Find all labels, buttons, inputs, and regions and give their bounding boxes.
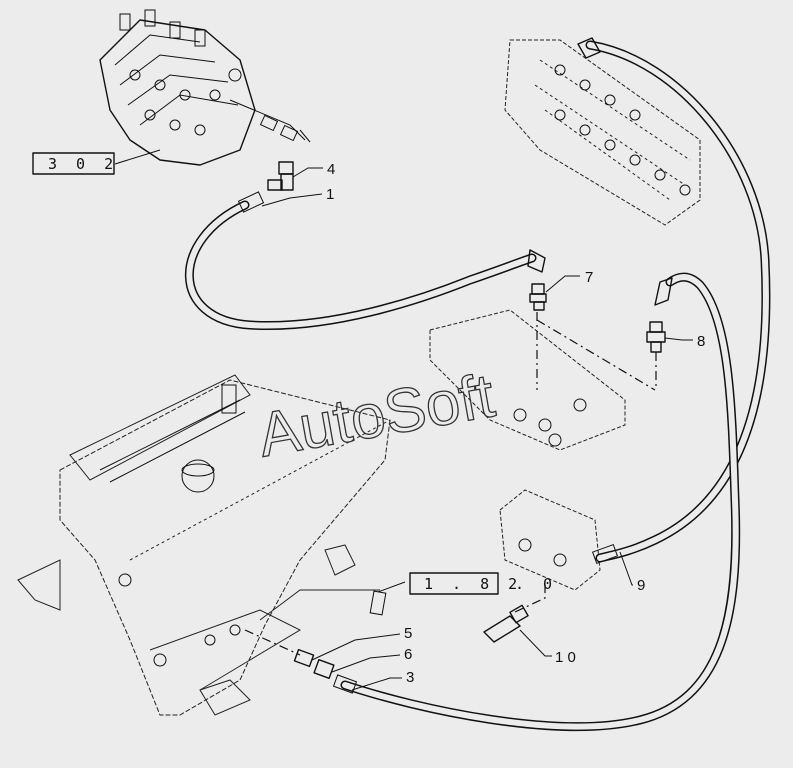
callout-3: 3	[406, 669, 414, 686]
valve-block-middle	[429, 309, 626, 451]
reference-302-label: 3 0 2	[48, 155, 118, 173]
callout-9: 9	[637, 577, 645, 594]
watermark: AutoSoft	[253, 361, 499, 470]
valve-block-lower-right	[499, 489, 601, 591]
callout-1: 1	[326, 186, 334, 203]
callout-10: 1 0	[555, 649, 576, 666]
leader-lines	[114, 149, 693, 691]
fitting-8	[646, 321, 666, 353]
alignment-line-10	[514, 580, 546, 613]
hose-1	[184, 191, 546, 331]
callout-6: 6	[404, 646, 412, 663]
callout-7: 7	[585, 269, 593, 286]
hose-9	[577, 37, 771, 565]
fitting-10	[483, 604, 529, 643]
reference-1-82-label: 1 . 8 2	[424, 575, 522, 593]
reference-1-82-suffix: . 0	[515, 575, 557, 593]
alignment-line-7-diag	[536, 319, 656, 391]
fitting-7	[529, 283, 547, 311]
fitting-5	[293, 648, 315, 668]
fitting-6	[313, 658, 335, 680]
callout-4: 4	[327, 161, 335, 178]
reference-302[interactable]: 3 0 2	[32, 152, 118, 175]
fitting-4	[267, 161, 294, 191]
hose-3	[332, 272, 741, 732]
control-valve-top-right	[504, 39, 701, 226]
callout-5: 5	[404, 625, 412, 642]
callout-8: 8	[697, 333, 705, 350]
transmission-housing	[17, 374, 391, 716]
reference-1-82[interactable]: 1 . 8 2 . 0	[409, 572, 557, 595]
control-valve-top-left	[99, 9, 311, 166]
